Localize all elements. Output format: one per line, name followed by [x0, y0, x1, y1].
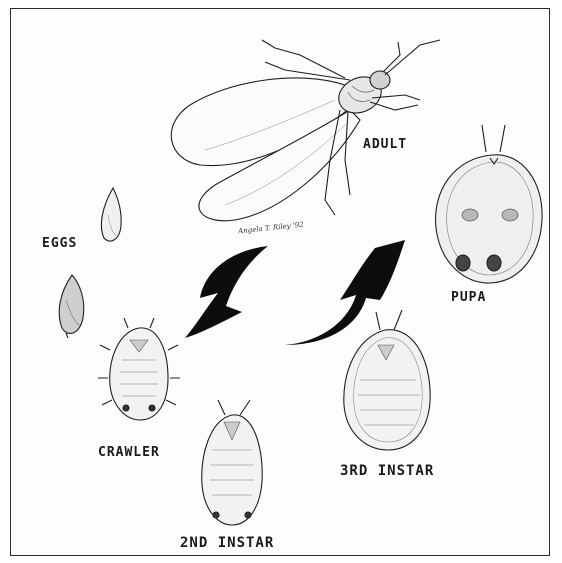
cycle-arrow-left [185, 246, 268, 338]
label-adult: ADULT [363, 137, 407, 152]
egg-upper [101, 188, 121, 241]
cycle-arrow-right [285, 240, 405, 345]
pupa [436, 125, 543, 283]
adult-whitefly [171, 40, 440, 221]
label-second-instar: 2ND INSTAR [180, 535, 274, 551]
third-instar [344, 310, 430, 450]
crawler [98, 318, 180, 420]
label-third-instar: 3RD INSTAR [340, 463, 434, 479]
label-crawler: CRAWLER [98, 445, 160, 460]
label-pupa: PUPA [451, 290, 486, 305]
egg-lower [59, 275, 84, 338]
label-eggs: EGGS [42, 236, 77, 251]
second-instar [202, 400, 263, 525]
